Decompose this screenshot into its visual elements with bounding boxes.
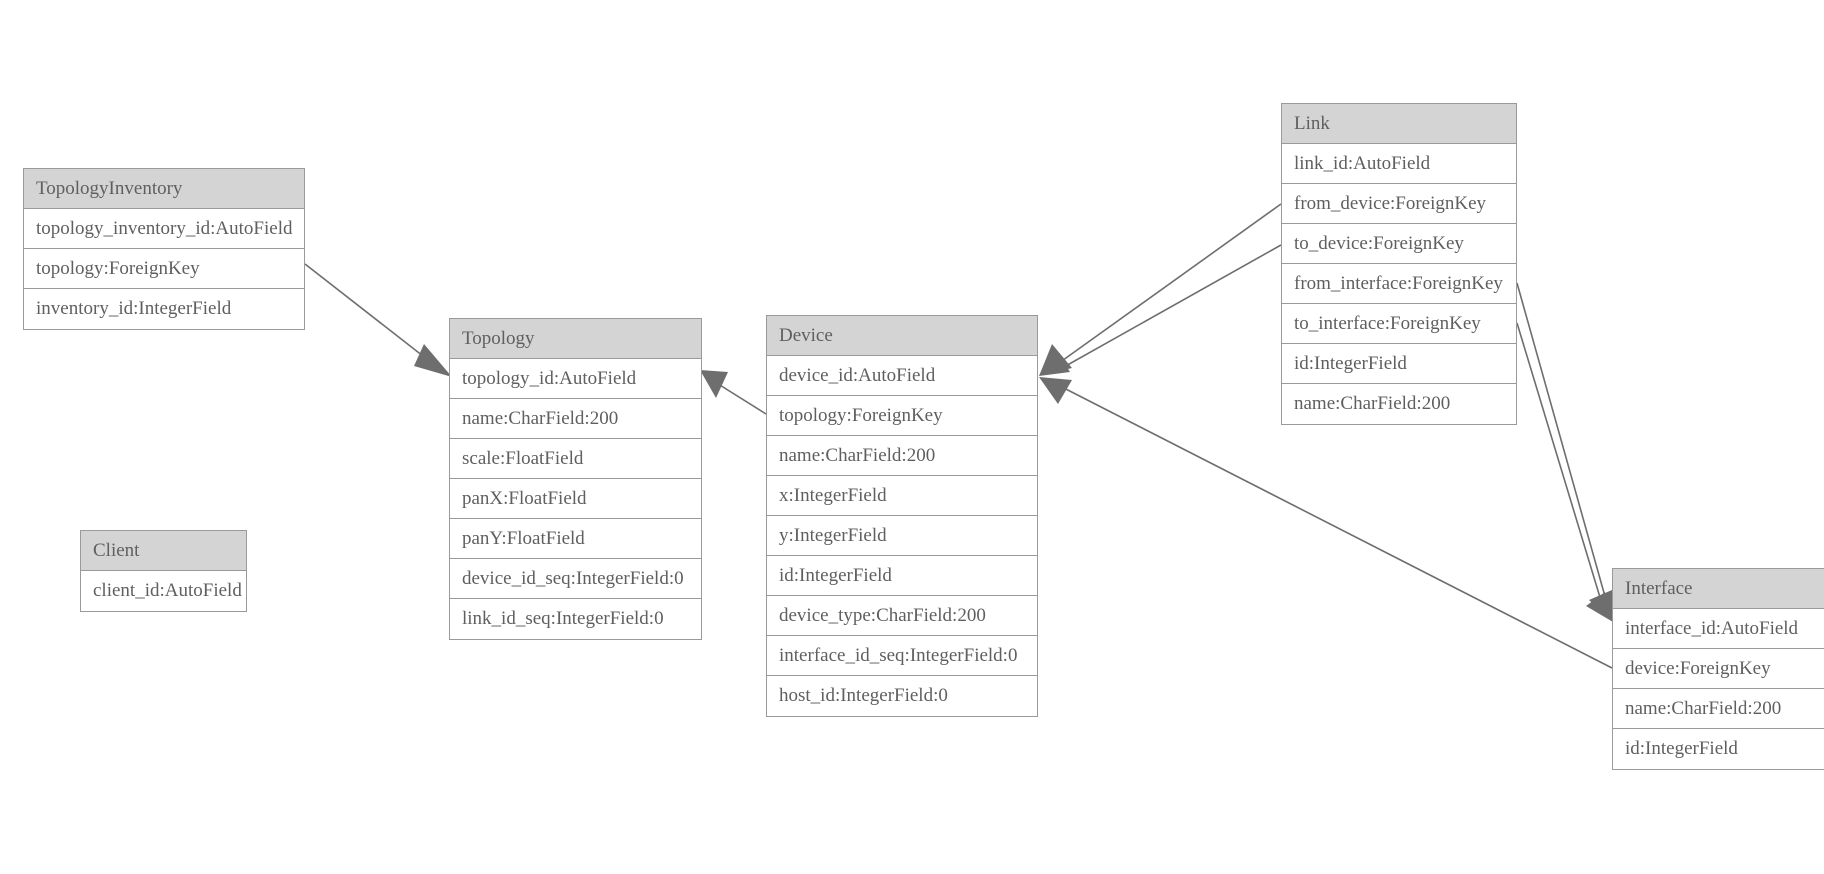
entity-field[interactable]: interface_id:AutoField — [1613, 609, 1824, 649]
entity-field[interactable]: from_interface:ForeignKey — [1282, 264, 1516, 304]
entity-field[interactable]: topology:ForeignKey — [767, 396, 1037, 436]
entity-field[interactable]: panX:FloatField — [450, 479, 701, 519]
entity-field[interactable]: interface_id_seq:IntegerField:0 — [767, 636, 1037, 676]
entity-field[interactable]: from_device:ForeignKey — [1282, 184, 1516, 224]
entity-topology[interactable]: Topology topology_id:AutoField name:Char… — [449, 318, 702, 640]
entity-field[interactable]: link_id:AutoField — [1282, 144, 1516, 184]
entity-field[interactable]: x:IntegerField — [767, 476, 1037, 516]
entity-fields: link_id:AutoField from_device:ForeignKey… — [1282, 144, 1516, 424]
entity-field[interactable]: device_type:CharField:200 — [767, 596, 1037, 636]
entity-field[interactable]: inventory_id:IntegerField — [36, 298, 232, 319]
entity-field[interactable]: name:CharField:200 — [450, 399, 701, 439]
entity-field[interactable]: y:IntegerField — [767, 516, 1037, 556]
entity-fields: topology_id:AutoField name:CharField:200… — [450, 359, 701, 639]
entity-field[interactable]: host_id:IntegerField:0 — [779, 685, 948, 706]
entity-field[interactable]: device_id:AutoField — [767, 356, 1037, 396]
edge-link-tointerface-interface — [1516, 322, 1613, 622]
entity-field[interactable]: device_id_seq:IntegerField:0 — [450, 559, 701, 599]
entity-field[interactable]: topology:ForeignKey — [24, 249, 304, 289]
edge-topologyinventory-topology — [304, 263, 452, 377]
entity-field[interactable]: name:CharField:200 — [767, 436, 1037, 476]
entity-interface[interactable]: Interface interface_id:AutoField device:… — [1612, 568, 1824, 770]
entity-field[interactable]: panY:FloatField — [450, 519, 701, 559]
entity-device[interactable]: Device device_id:AutoField topology:Fore… — [766, 315, 1038, 717]
entity-field[interactable]: name:CharField:200 — [1613, 689, 1824, 729]
entity-field[interactable]: id:IntegerField — [1282, 344, 1516, 384]
entity-title: Client — [81, 531, 246, 571]
edge-link-todevice-device — [1039, 244, 1282, 376]
entity-fields: client_id:AutoField — [81, 571, 246, 611]
entity-field[interactable]: topology_inventory_id:AutoField — [24, 209, 304, 249]
entity-field[interactable]: id:IntegerField — [767, 556, 1037, 596]
edge-link-fromdevice-device — [1039, 203, 1282, 376]
entity-title: TopologyInventory — [24, 169, 304, 209]
entity-title: Interface — [1613, 569, 1824, 609]
entity-fields: topology_inventory_id:AutoField topology… — [24, 209, 304, 329]
entity-field[interactable]: client_id:AutoField — [93, 580, 242, 601]
edge-link-frominterface-interface — [1516, 282, 1613, 622]
entity-field[interactable]: link_id_seq:IntegerField:0 — [462, 608, 664, 629]
entity-field[interactable]: id:IntegerField — [1625, 738, 1738, 759]
entity-field[interactable]: to_interface:ForeignKey — [1282, 304, 1516, 344]
entity-field[interactable]: device:ForeignKey — [1613, 649, 1824, 689]
entity-field[interactable]: to_device:ForeignKey — [1282, 224, 1516, 264]
entity-fields: device_id:AutoField topology:ForeignKey … — [767, 356, 1037, 716]
entity-fields: interface_id:AutoField device:ForeignKey… — [1613, 609, 1824, 769]
entity-title: Topology — [450, 319, 701, 359]
edge-device-topology — [700, 370, 767, 415]
entity-topologyinventory[interactable]: TopologyInventory topology_inventory_id:… — [23, 168, 305, 330]
entity-field[interactable]: topology_id:AutoField — [450, 359, 701, 399]
entity-link[interactable]: Link link_id:AutoField from_device:Forei… — [1281, 103, 1517, 425]
entity-client[interactable]: Client client_id:AutoField — [80, 530, 247, 612]
entity-field[interactable]: name:CharField:200 — [1294, 393, 1451, 414]
entity-field[interactable]: scale:FloatField — [450, 439, 701, 479]
entity-title: Device — [767, 316, 1037, 356]
entity-title: Link — [1282, 104, 1516, 144]
